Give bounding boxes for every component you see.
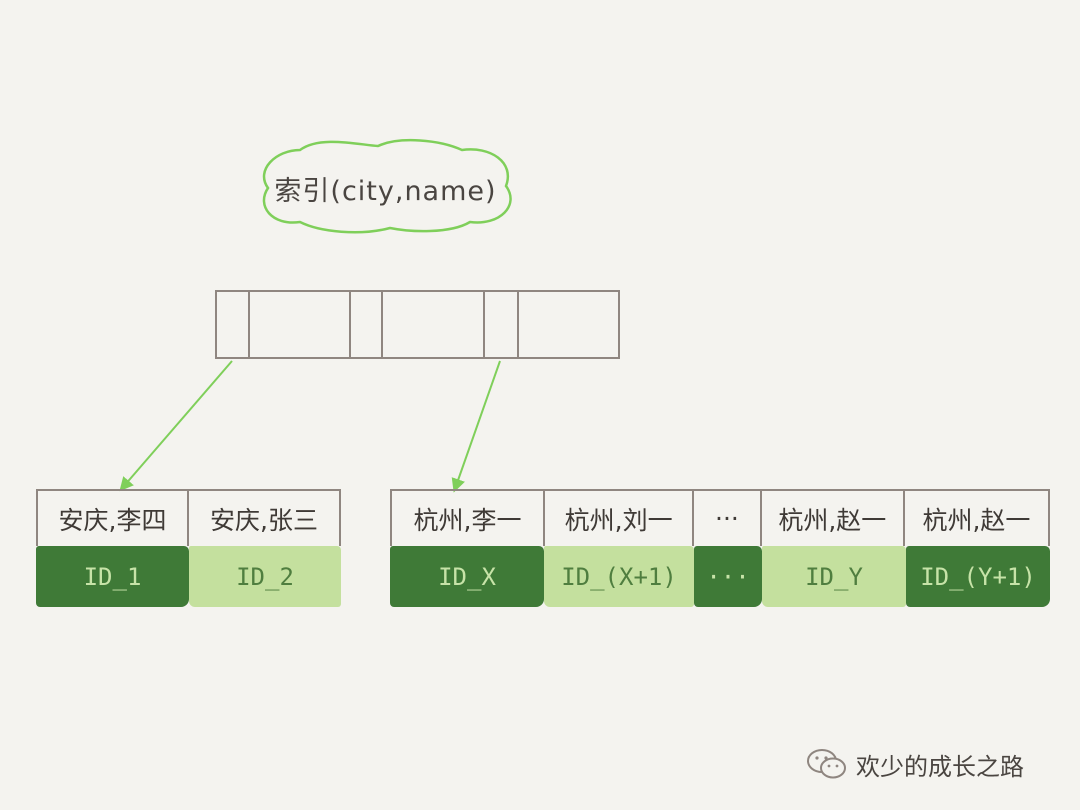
- index-key-cell: 安庆,李四: [38, 491, 189, 546]
- index-key-cell: 杭州,刘一: [545, 491, 695, 546]
- index-key-cell: 安庆,张三: [210, 505, 318, 535]
- watermark-text: 欢少的成长之路: [856, 752, 1024, 781]
- ellipsis-cell: ···: [694, 546, 762, 607]
- leaf-page-left: 安庆,李四 安庆,张三 ID_1 ID_2: [36, 489, 341, 607]
- leaf-key-row: 杭州,李一 杭州,刘一 ··· 杭州,赵一 杭州,赵一: [390, 489, 1050, 546]
- index-cloud-outline: [262, 138, 512, 234]
- watermark: 欢少的成长之路: [806, 744, 1024, 784]
- leaf-id-row: ID_X ID_(X+1) ··· ID_Y ID_(Y+1): [390, 546, 1050, 607]
- leaf-page-right: 杭州,李一 杭州,刘一 ··· 杭州,赵一 杭州,赵一 ID_X ID_(X+1…: [390, 489, 1050, 607]
- leaf-key-row: 安庆,李四 安庆,张三: [36, 489, 341, 546]
- primary-key-cell: ID_1: [36, 546, 189, 607]
- index-key-cell: 杭州,赵一: [922, 505, 1031, 535]
- pointer-arrow-right: [451, 360, 501, 493]
- index-key-cell: 杭州,李一: [392, 491, 546, 546]
- primary-key-cell: ID_Y: [762, 546, 906, 607]
- wechat-icon: [807, 749, 846, 779]
- root-index-page: [215, 290, 620, 359]
- ellipsis-cell: ···: [694, 491, 762, 546]
- pointer-arrow-left: [119, 360, 233, 492]
- leaf-id-row: ID_1 ID_2: [36, 546, 341, 607]
- index-label: 索引(city,name): [274, 175, 497, 207]
- primary-key-cell: ID_X: [390, 546, 544, 607]
- primary-key-cell: ID_2: [189, 546, 341, 607]
- primary-key-cell: ID_(X+1): [544, 546, 694, 607]
- primary-key-cell: ID_(Y+1): [906, 546, 1050, 607]
- index-key-cell: 杭州,赵一: [762, 491, 905, 546]
